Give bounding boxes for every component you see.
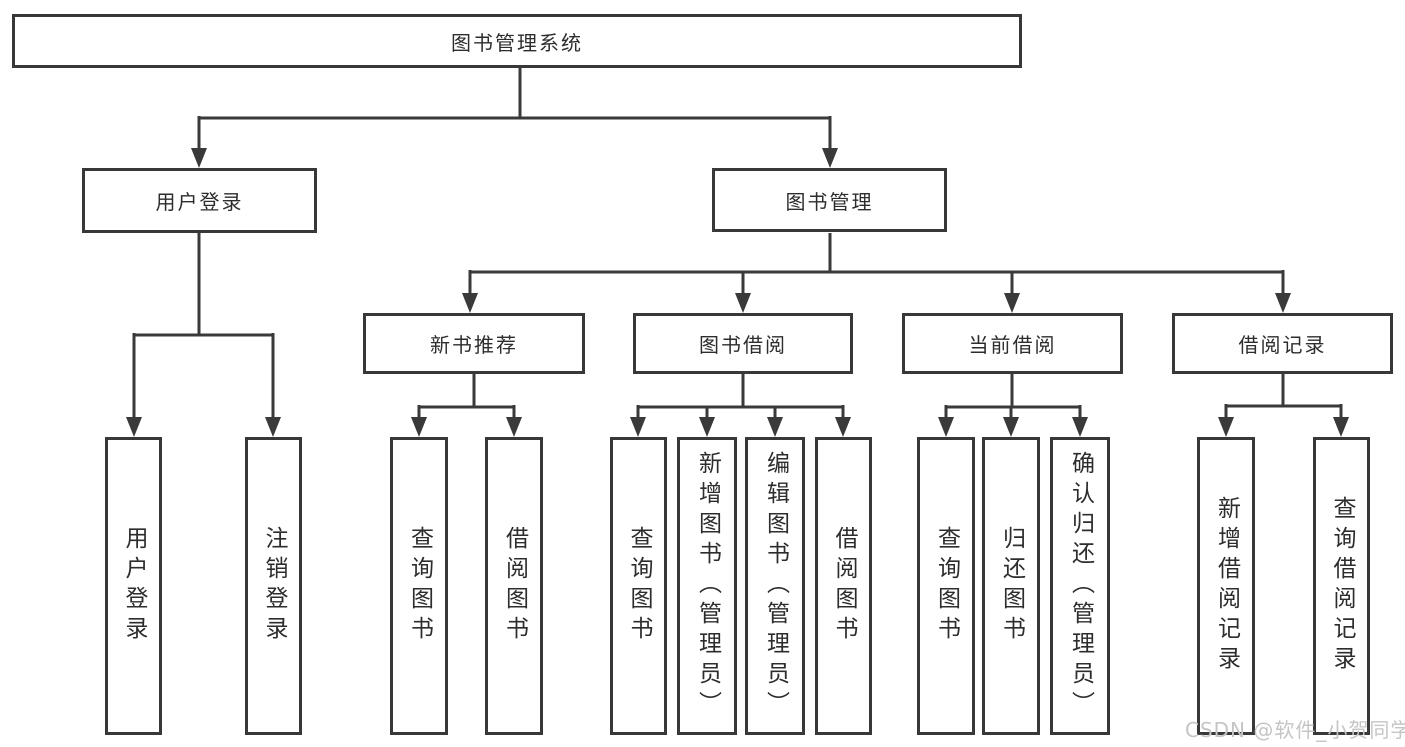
node-label: 查询图书 xyxy=(933,526,960,646)
leaf-add-borrow-record: 新增借阅记录 xyxy=(1197,437,1255,735)
leaf-query-borrow-record: 查询借阅记录 xyxy=(1313,437,1370,735)
node-library-system-root: 图书管理系统 xyxy=(12,14,1022,68)
node-label: 图书管理 xyxy=(785,189,874,214)
node-label: 编辑图书（管理员） xyxy=(762,451,789,721)
arrowhead-down-icon xyxy=(506,417,522,437)
node-label: 当前借阅 xyxy=(968,333,1057,357)
node-label: 新增图书（管理员） xyxy=(694,451,721,721)
leaf-query-books-recommend: 查询图书 xyxy=(390,437,448,735)
node-label: 借阅图书 xyxy=(501,526,528,646)
leaf-query-books-borrow: 查询图书 xyxy=(610,437,667,735)
node-new-book-recommend: 新书推荐 xyxy=(363,313,585,374)
node-label: 查询图书 xyxy=(626,526,652,646)
leaf-confirm-return-admin: 确认归还（管理员） xyxy=(1050,437,1110,735)
arrowhead-down-icon xyxy=(1004,293,1020,313)
arrowhead-down-icon xyxy=(699,417,715,437)
leaf-query-books-current: 查询图书 xyxy=(917,437,975,735)
arrowhead-down-icon xyxy=(411,417,427,437)
node-label: 用户登录 xyxy=(155,190,244,214)
arrowhead-down-icon xyxy=(822,148,838,168)
arrowhead-down-icon xyxy=(1218,417,1234,437)
node-label: 确认归还（管理员） xyxy=(1067,451,1094,721)
arrowhead-down-icon xyxy=(191,148,207,168)
arrowhead-down-icon xyxy=(735,293,751,313)
leaf-return-books: 归还图书 xyxy=(982,437,1040,735)
node-book-borrowing: 图书借阅 xyxy=(633,313,853,374)
arrowhead-down-icon xyxy=(938,417,954,437)
node-label: 用户登录 xyxy=(121,526,147,646)
node-borrowing-records: 借阅记录 xyxy=(1172,313,1393,374)
arrowhead-down-icon xyxy=(126,417,142,437)
node-book-management-branch: 图书管理 xyxy=(712,168,947,232)
leaf-logout: 注销登录 xyxy=(245,437,302,735)
csdn-watermark: CSDN @软件_小贺同学 xyxy=(1185,718,1405,742)
leaf-add-books-admin: 新增图书（管理员） xyxy=(677,437,737,735)
node-label: 借阅记录 xyxy=(1238,333,1327,357)
arrowhead-down-icon xyxy=(265,417,281,437)
node-label: 图书管理系统 xyxy=(451,30,583,55)
node-label: 注销登录 xyxy=(261,526,287,646)
arrowheads xyxy=(126,148,1349,437)
node-label: 查询借阅记录 xyxy=(1329,496,1355,676)
arrowhead-down-icon xyxy=(835,417,851,437)
node-label: 归还图书 xyxy=(998,526,1025,646)
leaf-borrow-books-recommend: 借阅图书 xyxy=(485,437,543,735)
arrowhead-down-icon xyxy=(462,293,478,313)
node-label: 查询图书 xyxy=(406,526,433,646)
node-current-borrowing: 当前借阅 xyxy=(902,313,1123,374)
node-user-login-branch: 用户登录 xyxy=(82,168,317,233)
leaf-borrow-books: 借阅图书 xyxy=(815,437,872,735)
node-label: 新增借阅记录 xyxy=(1213,496,1240,676)
node-label: 图书借阅 xyxy=(699,333,787,357)
arrowhead-down-icon xyxy=(1072,417,1088,437)
arrowhead-down-icon xyxy=(630,417,646,437)
arrowhead-down-icon xyxy=(1333,417,1349,437)
arrowhead-down-icon xyxy=(1003,417,1019,437)
leaf-user-login: 用户登录 xyxy=(105,437,162,735)
node-label: 借阅图书 xyxy=(831,526,857,646)
arrowhead-down-icon xyxy=(767,417,783,437)
leaf-edit-books-admin: 编辑图书（管理员） xyxy=(745,437,805,735)
arrowhead-down-icon xyxy=(1275,293,1291,313)
node-label: 新书推荐 xyxy=(430,333,518,357)
